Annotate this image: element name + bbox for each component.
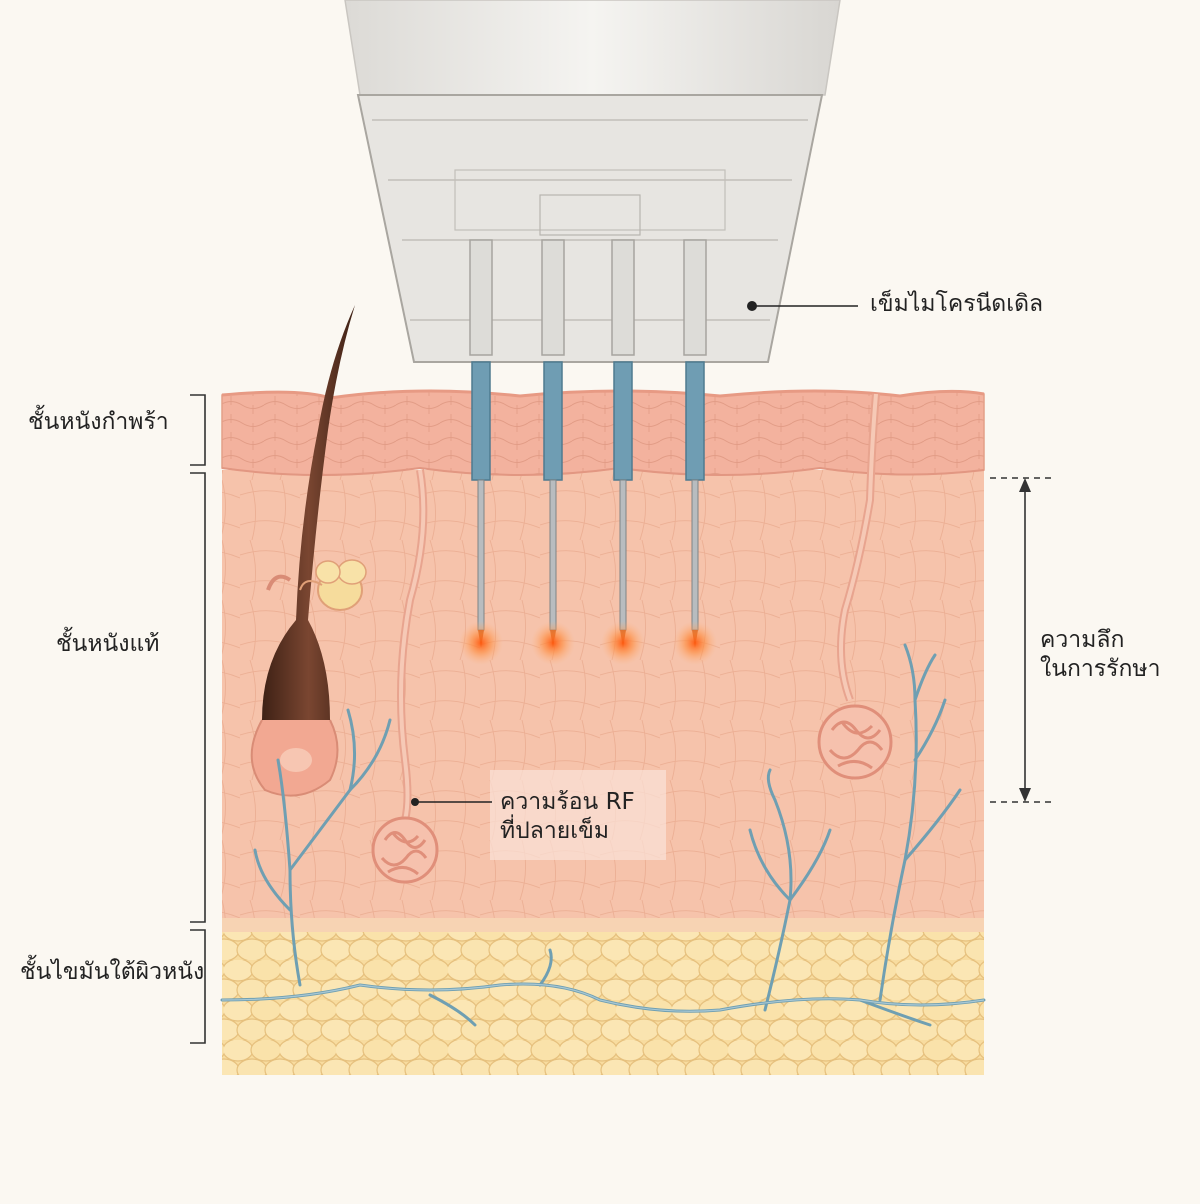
hypodermis-label: ชั้นไขมันใต้ผิวหนัง	[20, 959, 205, 985]
layer-brackets	[190, 394, 206, 1044]
rf-heat-line-1: ความร้อน RF	[500, 789, 635, 815]
treatment-depth-line-1: ความลึก	[1040, 627, 1125, 653]
hair-follicle	[250, 305, 367, 797]
microneedle-label: เข็มไมโครนีดเดิล	[870, 291, 1044, 317]
epidermis-label: ชั้นหนังกำพร้า	[28, 409, 169, 435]
sweat-gland-left	[371, 469, 439, 884]
needle-2	[531, 239, 575, 665]
microneedle-device	[344, 0, 841, 363]
device-cartridge	[356, 94, 824, 363]
device-handle	[344, 0, 841, 96]
rf-heat-callout	[411, 770, 666, 860]
dermis-label: ชั้นหนังแท้	[56, 631, 160, 657]
needle-array	[459, 239, 717, 665]
needle-4	[673, 239, 717, 665]
epidermis-bracket	[190, 394, 206, 466]
rf-heat-label: ความร้อน RF ที่ปลายเข็ม	[500, 788, 635, 846]
dermis-bracket	[190, 472, 206, 923]
treatment-depth-label: ความลึก ในการรักษา	[1040, 626, 1161, 684]
rf-heat-line-2: ที่ปลายเข็ม	[500, 817, 609, 844]
needle-3	[601, 239, 645, 665]
sweat-gland-right	[817, 393, 893, 780]
treatment-depth-line-2: ในการรักษา	[1040, 655, 1161, 682]
treatment-depth-marker	[990, 477, 1056, 803]
needle-1	[459, 239, 503, 665]
hypodermis-bracket	[190, 929, 206, 1044]
sebaceous-gland	[299, 559, 367, 611]
dermis-layer	[222, 470, 984, 930]
dermis-fat-boundary	[222, 918, 984, 932]
microneedle-callout	[747, 301, 858, 311]
